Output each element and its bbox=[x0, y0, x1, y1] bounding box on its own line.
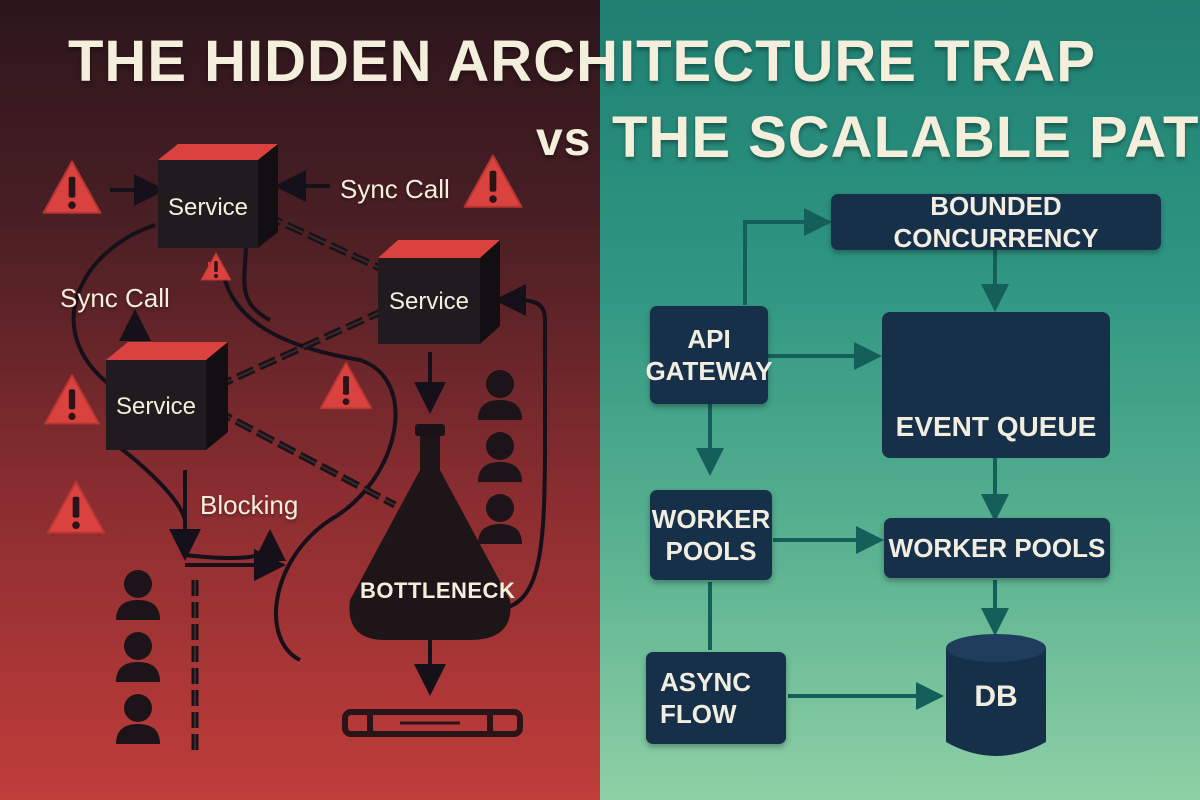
warning-icon bbox=[42, 160, 102, 214]
service-label: Service bbox=[115, 393, 197, 420]
blocking-label: Blocking bbox=[200, 490, 299, 520]
warning-icon bbox=[46, 480, 106, 534]
service-cube-3 bbox=[106, 342, 228, 450]
warning-icon bbox=[319, 361, 373, 410]
flask-icon bbox=[349, 424, 511, 640]
person-icon bbox=[478, 432, 522, 482]
person-icon bbox=[116, 570, 160, 620]
sync-call-label: Sync Call bbox=[340, 174, 450, 204]
page-subtitle: THE SCALABLE PATH bbox=[612, 105, 1200, 170]
db-label: DB bbox=[974, 680, 1018, 713]
api-gateway-box: API GATEWAY bbox=[645, 306, 773, 404]
bottleneck-label: BOTTLENECK bbox=[360, 578, 516, 603]
service-label: Service bbox=[167, 194, 249, 221]
database-icon bbox=[946, 634, 1046, 756]
worker-pools-right-box: WORKER POOLS bbox=[884, 518, 1110, 578]
chain-icon bbox=[191, 211, 397, 750]
page-title: THE HIDDEN ARCHITECTURE TRAP bbox=[68, 29, 1096, 94]
person-icon bbox=[478, 370, 522, 420]
warning-icon bbox=[200, 252, 232, 281]
person-icon bbox=[478, 494, 522, 544]
broken-pipe-icon bbox=[342, 709, 523, 737]
sync-call-label: Sync Call bbox=[60, 283, 170, 313]
title-vs: vs bbox=[536, 113, 592, 166]
worker-pools-left-box: WORKER POOLS bbox=[650, 490, 772, 580]
service-cube-1 bbox=[158, 144, 278, 248]
async-flow-box: ASYNC FLOW bbox=[646, 652, 786, 744]
bounded-concurrency-box: BOUNDED CONCURRENCY bbox=[831, 191, 1161, 253]
event-queue-label: EVENT QUEUE bbox=[895, 411, 1097, 442]
service-label: Service bbox=[388, 288, 470, 315]
warning-icon bbox=[463, 154, 523, 208]
person-icon bbox=[116, 694, 160, 744]
person-icon bbox=[116, 632, 160, 682]
service-cube-2 bbox=[378, 240, 500, 344]
scalable-connectors bbox=[696, 208, 1009, 710]
warning-icon bbox=[44, 374, 100, 425]
